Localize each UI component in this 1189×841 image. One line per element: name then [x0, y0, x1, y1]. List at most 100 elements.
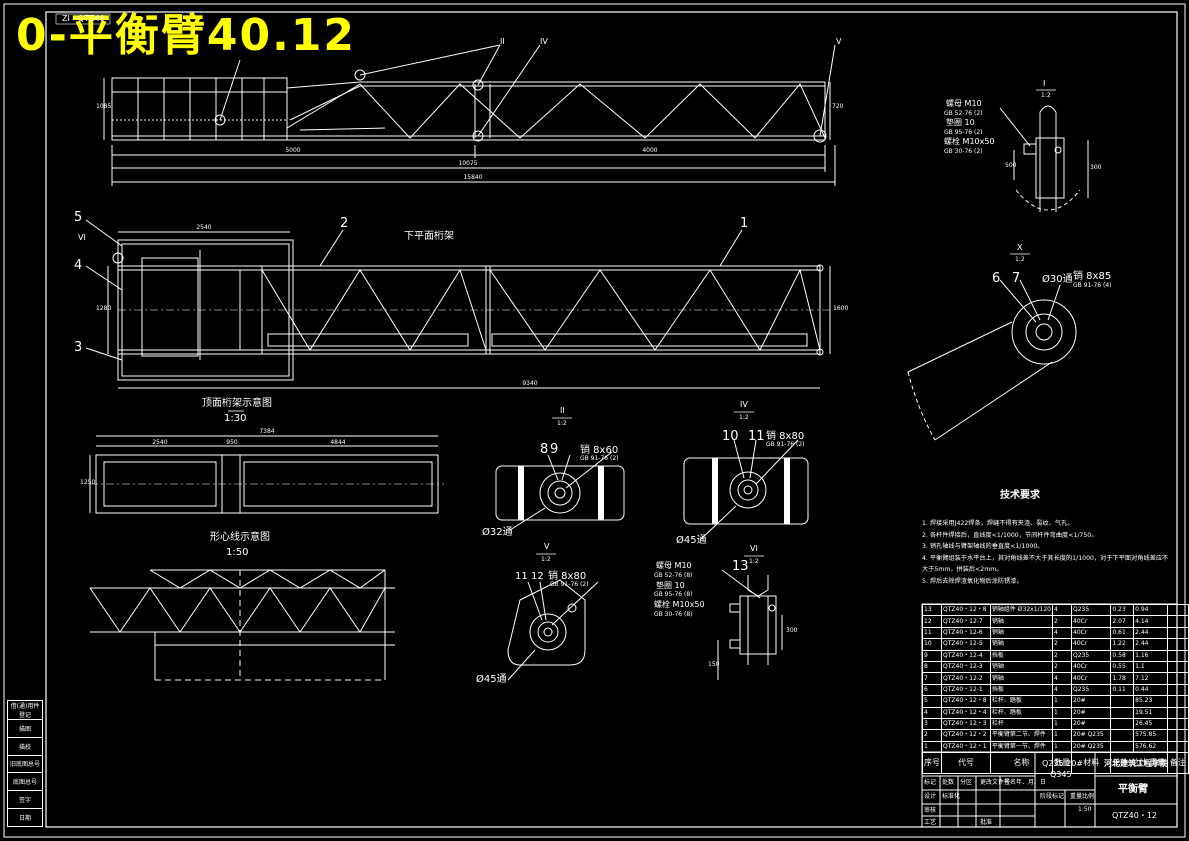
parts-cell: 1 [1052, 695, 1072, 708]
detail-X [907, 279, 1077, 441]
parts-cell: QTZ40・12-7 [941, 615, 991, 628]
dim-plan-total: 9340 [522, 380, 538, 387]
gb-9176a: GB 91-76 (2) [580, 455, 619, 462]
parts-cell: 挡板 [989, 683, 1054, 697]
scale-II: 1:2 [557, 420, 567, 427]
parts-cell: 4.14 [1133, 615, 1168, 628]
school-name: 河北建筑工程学院 [1104, 759, 1168, 768]
parts-cell: Q235 [1070, 683, 1112, 697]
parts-cell: QTZ40・12・2 [941, 729, 991, 742]
dim-d32: Ø32通 [482, 527, 513, 538]
parts-cell [1110, 740, 1135, 754]
callout-b-gb3: GB 30-76 (8) [654, 611, 693, 618]
overlay-title: 0-平衡臂40.12 [16, 10, 357, 61]
top-chord-view [89, 435, 444, 514]
parts-cell: 栏杆 [989, 717, 1054, 731]
scale-VI: 1:2 [749, 558, 759, 565]
dim-top-total: 15840 [463, 174, 483, 181]
tech-note: 大于5mm，拼装后<2mm。 [922, 566, 1003, 573]
callout-a-washer: 垫圈 10 [946, 118, 975, 127]
balloon-12: 12 [531, 571, 544, 582]
parts-header-cell: 材料 [1070, 752, 1112, 775]
parts-header-cell: 备注 [1166, 752, 1189, 775]
parts-cell: 1.22 [1110, 638, 1135, 651]
registration-cell: 描图 [7, 719, 43, 738]
registration-row: 借(通)用件登记 [7, 700, 43, 720]
balloon-6: 6 [992, 271, 1001, 286]
mark-VI-detail: VI [750, 544, 758, 553]
tech-note: 3. 销孔轴线与臂架轴线的垂直度<1/1000。 [922, 543, 1044, 550]
parts-cell-remark [1166, 649, 1189, 662]
parts-cell: 9 [922, 649, 942, 662]
balloon-4: 4 [74, 258, 83, 273]
dim-500: 500 [1005, 162, 1017, 169]
parts-cell: QTZ40・12・4 [941, 706, 991, 719]
parts-cell: 85.23 [1133, 695, 1168, 708]
title-block-label: 处数 [942, 779, 955, 786]
parts-cell: 1 [1052, 717, 1072, 731]
dim-top-mid: 10075 [458, 160, 478, 167]
material-spec: Q235 20# [1042, 759, 1083, 768]
balloon-9: 9 [550, 442, 559, 457]
title-block-label: 签名 [1004, 779, 1017, 786]
section-markers [228, 89, 1056, 557]
parts-cell: 20# [1070, 706, 1112, 719]
pin-8x80a: 销 8x80 [766, 431, 805, 442]
parts-cell: 8 [922, 660, 942, 674]
parts-cell: 7 [922, 672, 942, 685]
parts-cell: 销轴 [989, 615, 1054, 628]
callout-a-bolt: 螺栓 M10x50 [944, 137, 995, 146]
parts-cell: 0.94 [1133, 603, 1168, 617]
mark-I: I [1043, 79, 1046, 88]
plan-view [85, 219, 831, 389]
parts-cell [1110, 706, 1135, 719]
parts-header-cell: 单件 总计 重量 [1110, 752, 1168, 775]
dim-plan-h-r: 1600 [833, 305, 849, 312]
parts-header-cell: 代号 [941, 752, 991, 775]
parts-cell-remark [1166, 626, 1189, 640]
parts-cell: 19.51 [1133, 706, 1168, 719]
title-block-label: 年、月、日 [1016, 779, 1047, 786]
parts-cell: 40Cr [1070, 660, 1112, 674]
detail-IV [683, 439, 809, 541]
parts-cell: 2 [1052, 638, 1072, 651]
drawing-name: 平衡臂 [1118, 784, 1148, 795]
detail-II [495, 451, 625, 531]
parts-cell: 5 [922, 695, 942, 708]
dim-plan-h: 1280 [96, 305, 112, 312]
balloon-2: 2 [340, 216, 349, 231]
parts-cell: 2.44 [1133, 638, 1168, 651]
parts-cell: Q235 [1070, 649, 1112, 662]
dim-300b: 300 [786, 627, 798, 634]
parts-cell: QTZ40・12-5 [941, 638, 991, 651]
tech-note: 2. 各杆件焊接后，直线度<1/1000，节间杆件弯曲度<1/750。 [922, 531, 1098, 539]
registration-row: 底图总号 [7, 772, 43, 792]
dim-tc-total: 7384 [259, 428, 275, 435]
parts-cell: 2 [922, 729, 942, 742]
mark-II: II [500, 37, 505, 46]
title-block-label: 阶段标记 [1040, 793, 1065, 800]
parts-cell: QTZ40・12-6 [941, 626, 991, 640]
parts-cell: 2 [1052, 660, 1072, 674]
tech-note: 1. 焊接采用J422焊条，焊缝不得有夹渣、裂纹、气孔。 [922, 520, 1074, 527]
callout-a-gb3: GB 30-76 (2) [944, 148, 983, 155]
parts-header-cell: 数量 [1052, 752, 1072, 775]
parts-cell: 2 [1052, 649, 1072, 662]
dim-tc-c: 4844 [330, 439, 346, 446]
dim-150: 150 [708, 661, 720, 668]
parts-cell: 销轴 [989, 638, 1054, 651]
title-block-label: 标准化 [942, 793, 961, 800]
parts-cell: 栏杆、踏板 [989, 706, 1054, 719]
parts-cell-remark [1166, 706, 1189, 719]
parts-cell: 40Cr [1070, 626, 1112, 640]
scale-X: 1:2 [1015, 256, 1025, 263]
dim-top-h-right: 720 [832, 103, 844, 110]
parts-cell: 7.12 [1133, 672, 1168, 685]
parts-cell: 1 [1052, 729, 1072, 742]
callout-a-gb2: GB 95-76 (2) [944, 129, 983, 136]
gb-9176d: GB 91-76 (2) [550, 581, 589, 588]
